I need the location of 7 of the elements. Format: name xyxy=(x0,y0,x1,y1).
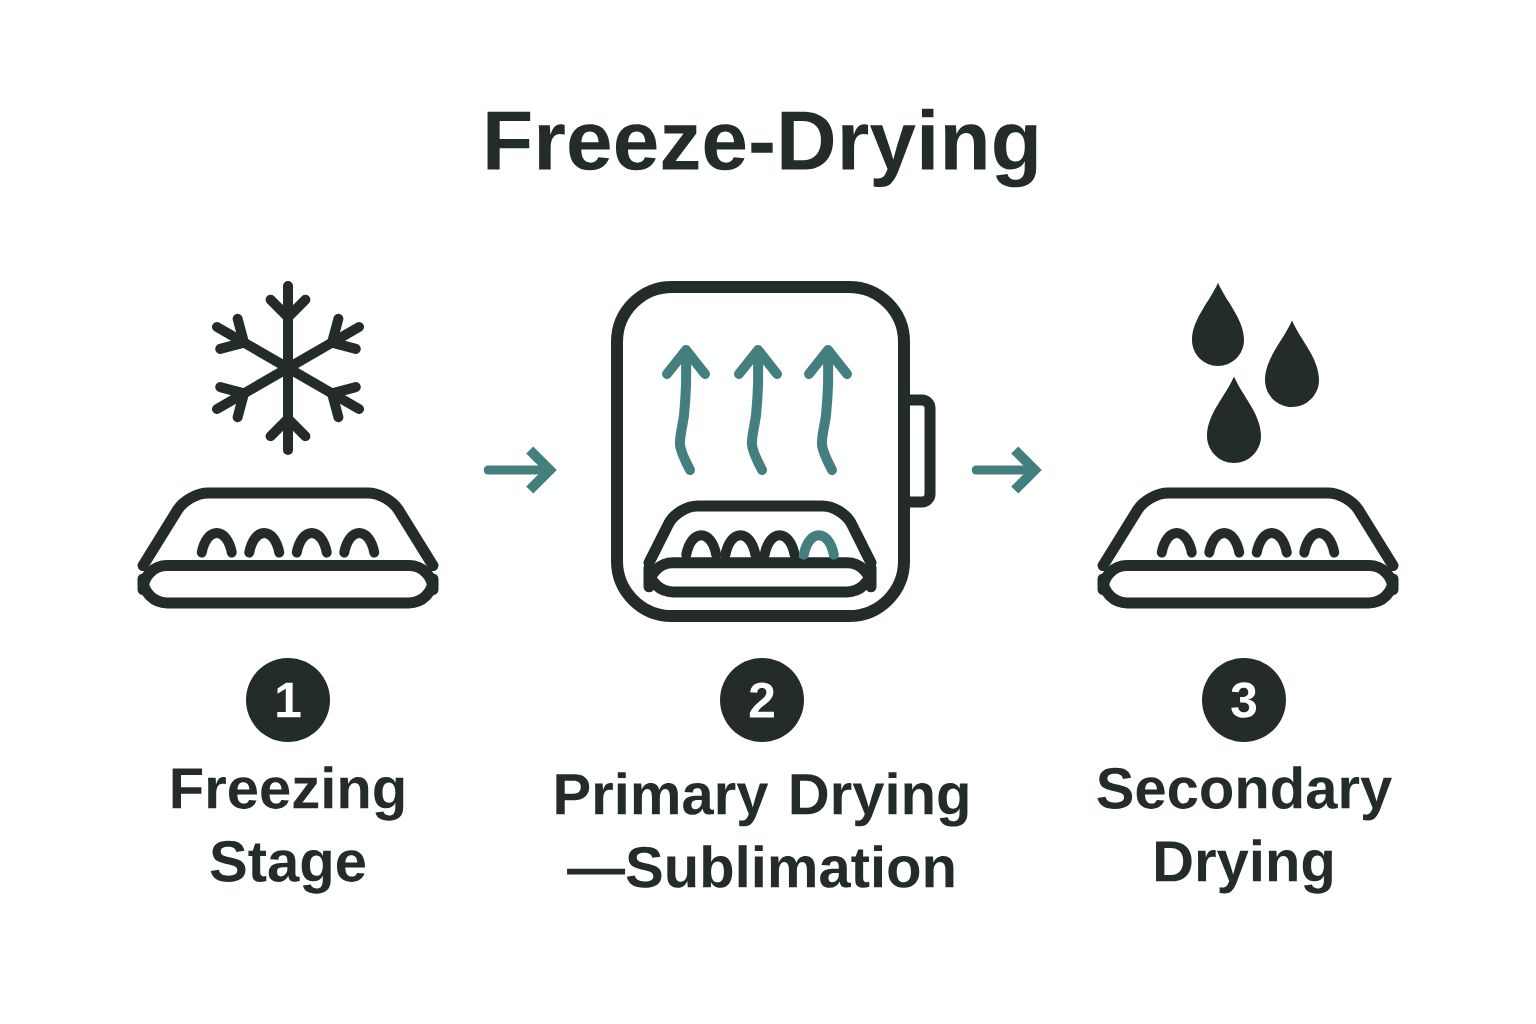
droplets-tray-drawing xyxy=(1097,282,1399,609)
freeze-dryer-drawing xyxy=(611,281,936,622)
stage-label: Freezing Stage xyxy=(172,766,404,894)
stage-label: Primary Drying —Sublimation xyxy=(556,772,968,888)
snowflake-tray-drawing xyxy=(137,281,439,609)
title: Freeze-Drying xyxy=(487,108,1037,188)
stage-label: Secondary Drying xyxy=(1097,766,1392,894)
